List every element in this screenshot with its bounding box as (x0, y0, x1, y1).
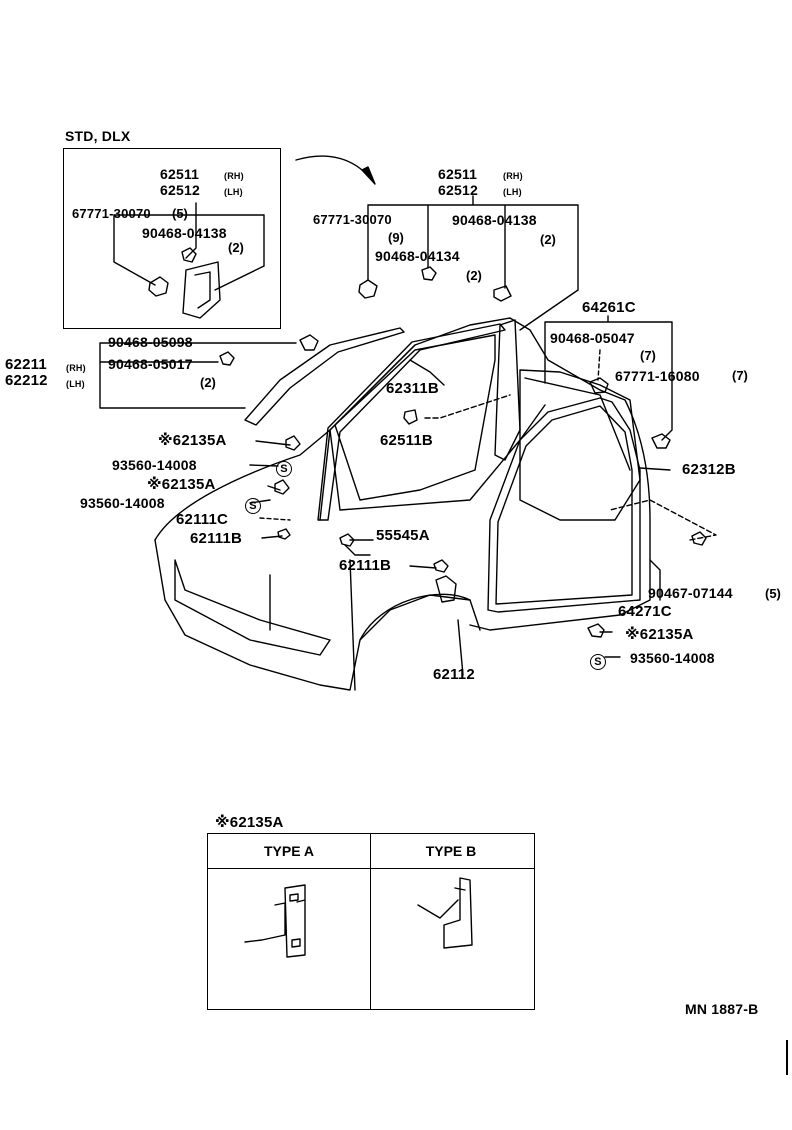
inset-divider-v (370, 834, 371, 1009)
rh-tag-std: (RH) (224, 171, 244, 181)
part-90468-05098: 90468-05098 (108, 334, 193, 350)
part-93560-14008-1: 93560-14008 (112, 457, 197, 473)
curved-arrow (295, 155, 371, 179)
part-62135a-3: ※62135A (625, 626, 694, 643)
std-leader-3 (185, 214, 197, 259)
std-box-title: STD, DLX (65, 128, 131, 144)
s-symbol-2: S (245, 494, 265, 514)
part-62111c: 62111C (176, 511, 229, 528)
part-62512: 62512 (438, 182, 478, 198)
part-62211: 62211 (5, 356, 47, 373)
quarter-trim (519, 369, 641, 521)
std-garnish (182, 261, 221, 319)
part-62312b: 62312B (682, 461, 736, 478)
part-62511b: 62511B (380, 432, 433, 449)
type-b-header: TYPE B (425, 843, 477, 859)
part-62111b-2: 62111B (339, 557, 392, 574)
inset-title: ※62135A (215, 814, 284, 831)
lh-tag-left: (LH) (66, 379, 85, 389)
qty-5: (5) (765, 586, 781, 601)
part-90468-04134: 90468-04134 (375, 248, 460, 264)
qty-7b: (7) (732, 368, 748, 383)
part-62112: 62112 (433, 666, 475, 683)
arrow-head (361, 166, 376, 185)
inset-divider-h (208, 868, 534, 869)
part-90468-05047: 90468-05047 (550, 330, 635, 346)
part-62511: 62511 (438, 166, 478, 182)
diagram-code: MN 1887-B (685, 1001, 759, 1017)
part-67771-30070: 67771-30070 (313, 212, 392, 227)
type-b-bracket (417, 877, 473, 949)
qty-2-b: (2) (466, 268, 482, 283)
qty-2-a: (2) (540, 232, 556, 247)
std-leader (113, 202, 265, 291)
type-a-bracket (244, 884, 306, 958)
part-64271c: 64271C (618, 603, 672, 620)
64261c-bracket (544, 315, 673, 441)
windshield (334, 334, 496, 501)
part-62135a-1: ※62135A (158, 432, 227, 449)
part-67771-30070-std: 67771-30070 (72, 206, 151, 221)
a-pillar-trim (244, 327, 405, 426)
qty-2-c: (2) (200, 375, 216, 390)
part-62111b-1: 62111B (190, 530, 243, 547)
type-a-header: TYPE A (263, 843, 315, 859)
part-90468-05017: 90468-05017 (108, 356, 193, 372)
std-clip (148, 276, 169, 297)
qty-7: (7) (640, 348, 656, 363)
type-inset-table: TYPE A TYPE B (207, 833, 535, 1010)
rh-tag: (RH) (503, 171, 523, 181)
rh-tag-left: (RH) (66, 363, 86, 373)
qty-5-std: (5) (172, 206, 188, 221)
weatherstrip-rear (487, 397, 641, 613)
weatherstrip-front (317, 323, 506, 521)
part-90468-04138-std: 90468-04138 (142, 225, 227, 241)
qty-9: (9) (388, 230, 404, 245)
part-62135a-2: ※62135A (147, 476, 216, 493)
lh-tag-std: (LH) (224, 187, 243, 197)
lh-tag: (LH) (503, 187, 522, 197)
s-symbol-1: S (276, 457, 296, 477)
part-62511-std: 62511 (160, 166, 200, 182)
part-55545a: 55545A (376, 527, 430, 544)
s-symbol-3: S (590, 650, 610, 670)
part-62212: 62212 (5, 372, 48, 389)
part-62311b: 62311B (386, 380, 439, 397)
std-leader-2 (113, 214, 156, 286)
main-bracket (367, 195, 579, 331)
std-dlx-box (63, 148, 281, 329)
body-outline (154, 317, 651, 631)
front-fender (154, 539, 481, 691)
part-90467-07144: 90467-07144 (648, 585, 733, 601)
left-bracket (99, 342, 297, 409)
qty-2-std: (2) (228, 240, 244, 255)
part-93560-14008-2: 93560-14008 (80, 495, 165, 511)
part-93560-14008-3: 93560-14008 (630, 650, 715, 666)
part-90468-04138: 90468-04138 (452, 212, 537, 228)
part-67771-16080: 67771-16080 (615, 368, 700, 384)
part-62512-std: 62512 (160, 182, 200, 198)
part-64261c: 64261C (582, 299, 636, 316)
